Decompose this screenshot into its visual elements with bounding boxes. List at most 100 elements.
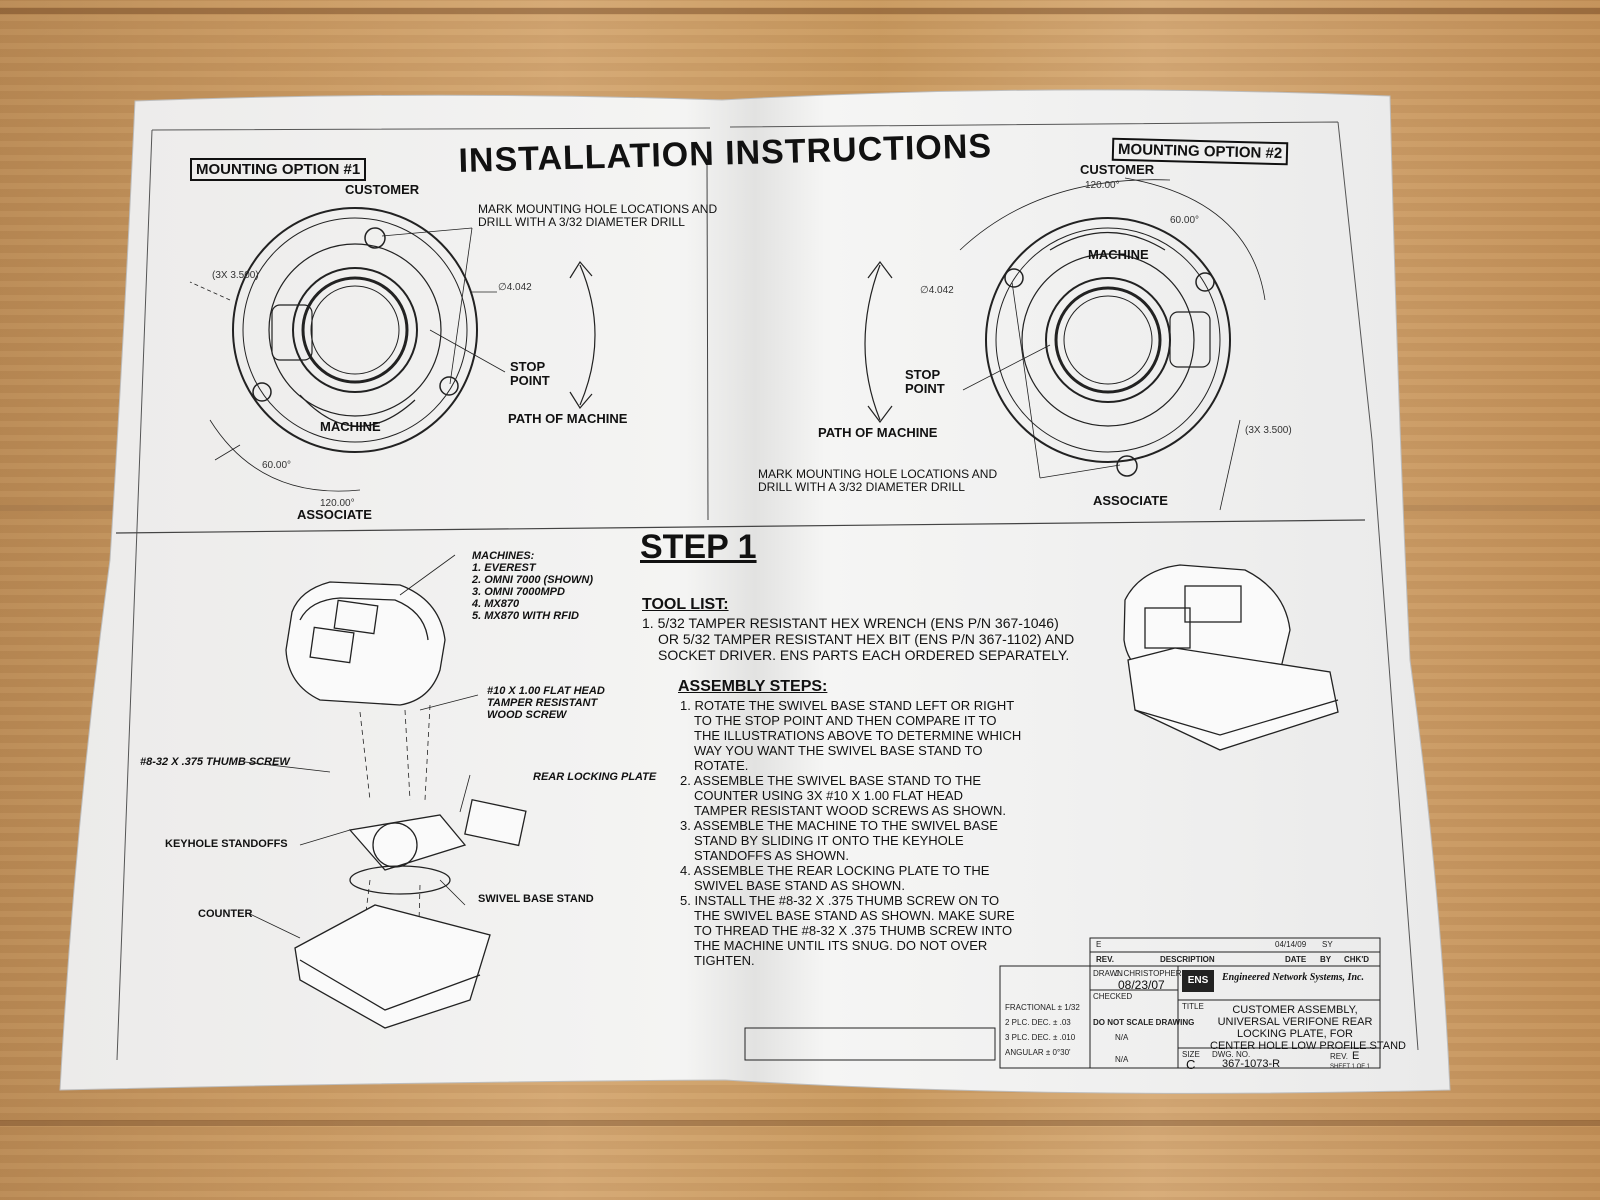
option2-dim-60: 60.00° bbox=[1170, 215, 1200, 226]
rev-date: 04/14/09 bbox=[1275, 940, 1307, 949]
option1-dim-diameter: ∅4.042 bbox=[498, 282, 532, 293]
assembly-line: ROTATE. bbox=[694, 758, 749, 773]
option1-machine-label: MACHINE bbox=[320, 419, 381, 434]
table-seam bbox=[0, 1120, 1600, 1126]
tool-list-line: SOCKET DRIVER. ENS PARTS EACH ORDERED SE… bbox=[658, 647, 1070, 663]
drawing-title-line: UNIVERSAL VERIFONE REAR bbox=[1217, 1016, 1373, 1028]
rev-letter: E bbox=[1096, 940, 1102, 949]
three-place-tolerance: 3 PLC. DEC. ± .010 bbox=[1005, 1033, 1076, 1042]
drawn-date: 08/23/07 bbox=[1118, 978, 1165, 992]
assembly-heading: ASSEMBLY STEPS: bbox=[678, 678, 828, 695]
assembly-line: THE MACHINE UNTIL ITS SNUG. DO NOT OVER bbox=[694, 938, 988, 953]
callout-keyhole-standoffs: KEYHOLE STANDOFFS bbox=[165, 838, 288, 850]
assembly-line: WAY YOU WANT THE SWIVEL BASE STAND TO bbox=[694, 743, 983, 758]
machine-item: 1. EVEREST bbox=[472, 562, 536, 574]
two-place-tolerance: 2 PLC. DEC. ± .03 bbox=[1005, 1018, 1071, 1027]
callout-counter: COUNTER bbox=[198, 908, 253, 920]
section-divider bbox=[706, 159, 709, 521]
drawing-rev: E bbox=[1352, 1050, 1360, 1062]
tool-list-line: OR 5/32 TAMPER RESISTANT HEX BIT (ENS P/… bbox=[658, 631, 1075, 647]
option1-customer-label: CUSTOMER bbox=[345, 182, 420, 197]
assembly-steps: 1. ROTATE THE SWIVEL BASE STAND LEFT OR … bbox=[680, 698, 1021, 968]
assembly-line: 1. ROTATE THE SWIVEL BASE STAND LEFT OR … bbox=[680, 698, 1015, 713]
option1-associate-label: ASSOCIATE bbox=[297, 507, 372, 522]
option2-drawing bbox=[864, 177, 1266, 511]
drawing-size: C bbox=[1186, 1057, 1196, 1072]
machine-item: 2. OMNI 7000 (SHOWN) bbox=[472, 574, 594, 586]
rev-short-label: REV. bbox=[1330, 1052, 1348, 1061]
assembly-line: TAMPER RESISTANT WOOD SCREWS AS SHOWN. bbox=[694, 803, 1007, 818]
assembly-line: 4. ASSEMBLE THE REAR LOCKING PLATE TO TH… bbox=[680, 863, 990, 878]
assembly-line: COUNTER USING 3X #10 X 1.00 FLAT HEAD bbox=[694, 788, 963, 803]
machines-list: MACHINES: 1. EVEREST 2. OMNI 7000 (SHOWN… bbox=[472, 550, 593, 622]
table-seam bbox=[0, 8, 1600, 14]
option1-heading: MOUNTING OPTION #1 bbox=[190, 158, 367, 181]
drawing-title-line: LOCKING PLATE, FOR bbox=[1237, 1028, 1353, 1040]
drawing-number: 367-1073-R bbox=[1222, 1058, 1281, 1070]
machine-item: 3. OMNI 7000MPD bbox=[472, 586, 565, 598]
sheet-number: SHEET 1 OF 1 bbox=[1330, 1064, 1370, 1070]
option1-dim-120: 120.00° bbox=[320, 498, 355, 509]
option1-path-label: PATH OF MACHINE bbox=[508, 411, 628, 426]
callout-swivel-base-stand: SWIVEL BASE STAND bbox=[478, 893, 594, 905]
option2-dim-diameter: ∅4.042 bbox=[920, 285, 954, 296]
assembly-line: TO THE STOP POINT AND THEN COMPARE IT TO bbox=[694, 713, 997, 728]
assembly-line: TO THREAD THE #8-32 X .375 THUMB SCREW I… bbox=[694, 923, 1013, 938]
callout-wood-screw: #10 X 1.00 FLAT HEAD TAMPER RESISTANT WO… bbox=[487, 685, 605, 721]
size-label: SIZE bbox=[1182, 1050, 1200, 1059]
drawing-title: CUSTOMER ASSEMBLY, UNIVERSAL VERIFONE RE… bbox=[1210, 1004, 1406, 1052]
assembly-line: 2. ASSEMBLE THE SWIVEL BASE STAND TO THE bbox=[680, 773, 982, 788]
option2-stop-point-label: STOP POINT bbox=[905, 367, 945, 396]
title-block bbox=[744, 937, 1381, 1069]
no-scale-note: DO NOT SCALE DRAWING bbox=[1093, 1018, 1195, 1027]
option1-drawing bbox=[189, 207, 596, 492]
drawn-label: DRAWN bbox=[1093, 969, 1123, 978]
step-title: STEP 1 bbox=[640, 528, 757, 566]
dwg-no-label: DWG. NO. bbox=[1212, 1050, 1251, 1059]
by-label: BY bbox=[1320, 955, 1332, 964]
assembly-line: SWIVEL BASE STAND AS SHOWN. bbox=[694, 878, 905, 893]
option2-customer-label: CUSTOMER bbox=[1080, 162, 1155, 177]
option1-mark-note: MARK MOUNTING HOLE LOCATIONS AND DRILL W… bbox=[478, 202, 718, 229]
option2-dim-120: 120.00° bbox=[1085, 180, 1120, 191]
fractional-tolerance: FRACTIONAL ± 1/32 bbox=[1005, 1003, 1080, 1012]
rev-by: SY bbox=[1322, 940, 1333, 949]
angular-tolerance: ANGULAR ± 0°30' bbox=[1005, 1048, 1071, 1057]
exploded-view-drawing bbox=[244, 554, 527, 1029]
machine-item: 5. MX870 WITH RFID bbox=[472, 610, 579, 622]
ens-logo: ENS bbox=[1182, 970, 1214, 992]
option1-dim-60: 60.00° bbox=[262, 460, 292, 471]
assembly-line: THE SWIVEL BASE STAND AS SHOWN. MAKE SUR… bbox=[694, 908, 1015, 923]
tool-list-heading: TOOL LIST: bbox=[642, 596, 729, 613]
option2-dim-holes: (3X 3.500) bbox=[1245, 425, 1292, 436]
na-value: N/A bbox=[1115, 1055, 1129, 1064]
title-label: TITLE bbox=[1182, 1002, 1204, 1011]
assembly-line: THE ILLUSTRATIONS ABOVE TO DETERMINE WHI… bbox=[694, 728, 1022, 743]
option2-associate-label: ASSOCIATE bbox=[1093, 493, 1168, 508]
na-value: N/A bbox=[1115, 1033, 1129, 1042]
option2-mark-note: MARK MOUNTING HOLE LOCATIONS AND DRILL W… bbox=[758, 467, 998, 494]
drawing-title-line: CENTER HOLE LOW PROFILE STAND bbox=[1210, 1040, 1406, 1052]
assembly-line: TIGHTEN. bbox=[694, 953, 755, 968]
option1-dim-holes: (3X 3.500) bbox=[212, 270, 259, 281]
tool-list-line: 1. 5/32 TAMPER RESISTANT HEX WRENCH (ENS… bbox=[642, 615, 1059, 631]
callout-thumb-screw: #8-32 X .375 THUMB SCREW bbox=[140, 756, 290, 768]
assembly-line: STANDOFFS AS SHOWN. bbox=[694, 848, 850, 863]
callout-rear-locking-plate: REAR LOCKING PLATE bbox=[533, 771, 657, 783]
option2-path-label: PATH OF MACHINE bbox=[818, 425, 938, 440]
section-divider bbox=[115, 519, 1366, 534]
date-label: DATE bbox=[1285, 955, 1307, 964]
company-name: Engineered Network Systems, Inc. bbox=[1222, 972, 1364, 983]
machine-item: 4. MX870 bbox=[472, 598, 520, 610]
option1-stop-point-label: STOP POINT bbox=[510, 359, 550, 388]
drawn-by: J. CHRISTOPHERSON bbox=[1115, 969, 1199, 978]
option2-machine-label: MACHINE bbox=[1088, 247, 1149, 262]
drawing-title-line: CUSTOMER ASSEMBLY, bbox=[1232, 1004, 1358, 1016]
checked-label: CHECKED bbox=[1093, 992, 1133, 1001]
assembly-line: 3. ASSEMBLE THE MACHINE TO THE SWIVEL BA… bbox=[680, 818, 998, 833]
assembled-view-drawing bbox=[1123, 564, 1339, 751]
machines-heading: MACHINES: bbox=[472, 550, 535, 562]
description-label: DESCRIPTION bbox=[1160, 955, 1215, 964]
chkd-label: CHK'D bbox=[1344, 955, 1370, 964]
